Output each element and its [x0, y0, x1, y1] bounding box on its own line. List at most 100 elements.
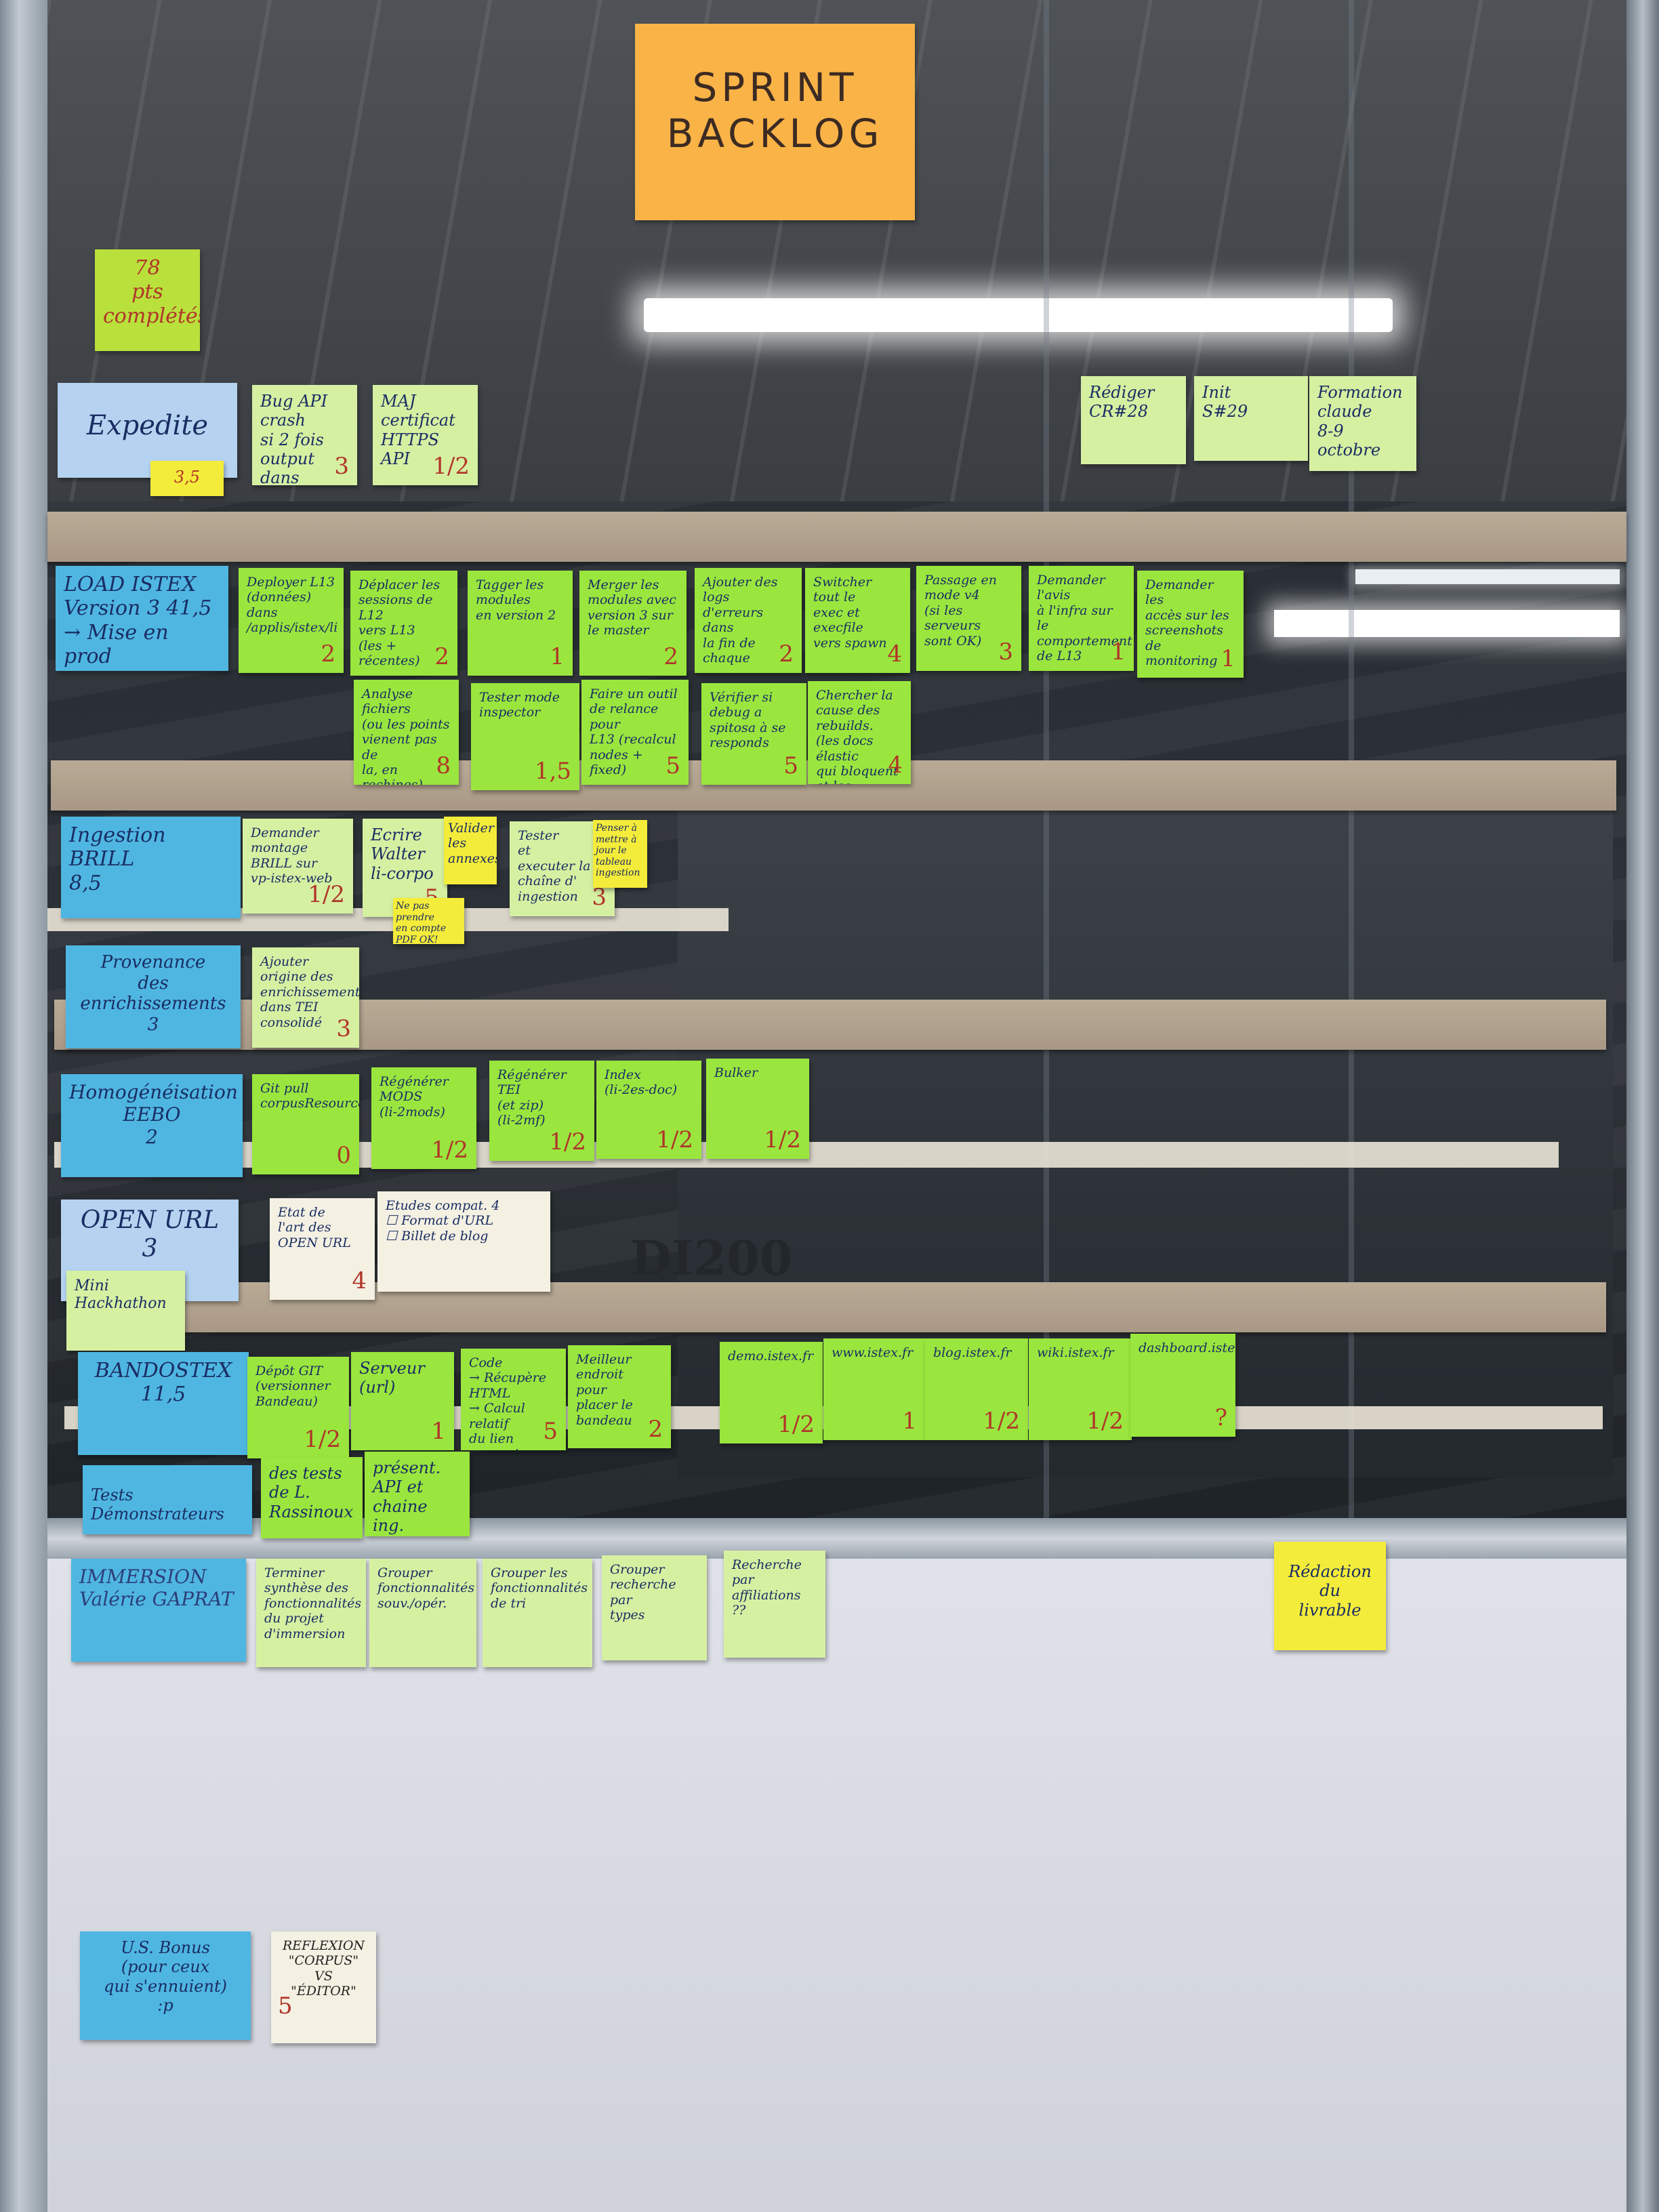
shelf [47, 512, 1626, 562]
note-demo-istex-text: demo.istex.fr [728, 1349, 814, 1364]
note-serveur: Serveur (url)1 [351, 1352, 454, 1450]
note-verifier-debug-points: 5 [783, 752, 798, 779]
note-merger-modules-text: Merger les modules avec version 3 sur le… [588, 577, 676, 638]
note-ajouter-origine: Ajouter origine des enrichissements dans… [252, 947, 359, 1048]
note-bulker: Bulker 1/2 [706, 1059, 809, 1159]
note-git-pull-points: 0 [336, 1141, 351, 1169]
note-bug-api: Bug API crash si 2 fois output dans l'UR… [252, 385, 357, 485]
swimlane-load-istex: LOAD ISTEX Version 3 41,5 → Mise en prod [56, 566, 228, 671]
note-dashboard-istex: dashboard.istex.fr? [1130, 1334, 1235, 1437]
note-merger-modules-points: 2 [663, 642, 678, 670]
note-wiki-istex-points: 1/2 [1086, 1407, 1124, 1435]
note-chercher-cause-text: Chercher la cause des rebuilds. (les doc… [816, 688, 899, 784]
ceiling-light-far [1355, 569, 1620, 584]
note-valider-annexes: Valider les annexes [444, 817, 497, 884]
note-ne-pas-prendre: Ne pas prendre en compte PDF OK! [393, 898, 464, 944]
note-recherche-affiliations: Recherche par affiliations ?? [724, 1551, 825, 1658]
expedite-points: 3,5 [150, 461, 224, 496]
note-depot-git: Dépôt GIT (versionner Bandeau)1/2 [247, 1357, 349, 1458]
note-switcher-exec: Switcher tout le exec et execfile vers s… [805, 568, 910, 673]
points-completed-note: 78 pts complétés [95, 249, 200, 351]
window-frame-left [0, 0, 47, 2212]
note-blog-istex-points: 1/2 [983, 1407, 1020, 1435]
note-bulker-points: 1/2 [764, 1126, 801, 1153]
note-dashboard-istex-text: dashboard.istex.fr [1139, 1340, 1235, 1355]
window-frame-right [1626, 0, 1659, 2212]
note-demander-avis-infra-text: Demander l'avis à l'infra sur le comport… [1037, 573, 1132, 664]
window-mullion [1349, 0, 1354, 1518]
note-deployer-l13: Deployer L13 (données) dans /applis/iste… [239, 568, 344, 673]
note-analyse-fichiers-text: Analyse fichiers (ou les points vienent … [362, 687, 450, 785]
note-tester-executer-text: Tester et executer la chaîne d' ingestio… [518, 828, 591, 904]
note-faire-outil-relance: Faire un outil de relance pour L13 (reca… [581, 680, 689, 785]
note-passage-v4: Passage en mode v4 (si les serveurs sont… [916, 566, 1021, 671]
note-tagger-modules-points: 1 [550, 642, 565, 670]
note-regenerer-mods: Régénérer MODS (li-2mods) 1/2 [371, 1067, 476, 1169]
window-mullion [1044, 0, 1049, 1518]
di-logo: DI200 [630, 1230, 793, 1286]
note-bulker-text: Bulker [714, 1065, 758, 1080]
note-etat-art-points: 4 [352, 1267, 367, 1294]
note-dashboard-istex-points: ? [1214, 1404, 1227, 1431]
note-demander-acces: Demander les accès sur les screenshots d… [1137, 571, 1244, 678]
note-tester-mode-inspector-points: 1,5 [534, 757, 571, 785]
note-bug-api-points: 3 [334, 452, 349, 480]
whiteboard-panel [47, 1559, 1626, 2212]
note-ajouter-logs-points: 2 [779, 640, 794, 668]
note-reflexion-text: REFLEXION "CORPUS" VS "ÉDITOR" [282, 1938, 365, 1999]
note-ecrire-walter-text: Ecrire Walter li-corpo [371, 825, 434, 883]
note-chercher-cause: Chercher la cause des rebuilds. (les doc… [808, 681, 911, 784]
note-demander-acces-points: 1 [1221, 644, 1235, 672]
swimlane-tests-demonstrateurs: Tests Démonstrateurs [83, 1465, 252, 1534]
note-git-pull: Git pull corpusResources0 [252, 1074, 359, 1174]
note-init-s29: Init S#29 [1194, 376, 1308, 461]
sprint-backlog-title: SPRINT BACKLOG [635, 24, 915, 220]
note-serveur-points: 1 [431, 1417, 446, 1445]
note-serveur-text: Serveur (url) [359, 1359, 425, 1397]
ceiling-light-reflection [1274, 610, 1620, 637]
note-formation-claude: Formation claude 8-9 octobre [1309, 376, 1416, 471]
note-switcher-exec-points: 4 [887, 640, 902, 668]
ceiling-light [644, 298, 1393, 332]
note-merger-modules: Merger les modules avec version 3 sur le… [579, 571, 687, 676]
note-present-api: présent. API et chaine ing. [365, 1452, 470, 1536]
swimlane-bandostex: BANDOSTEX 11,5 [78, 1352, 249, 1455]
note-redaction-livrable: Rédaction du livrable [1274, 1542, 1386, 1650]
note-grouper-fonctionnalites: Grouper les fonctionnalités de tri [483, 1559, 592, 1667]
note-deplacer-sessions: Déplacer les sessions de L12 vers L13 (l… [350, 571, 457, 676]
note-www-istex-text: www.istex.fr [832, 1345, 914, 1360]
note-demander-montage-text: Demander montage BRILL sur vp-istex-web [251, 825, 333, 886]
note-code-recupere-points: 5 [543, 1417, 558, 1445]
note-meilleur-endroit: Meilleur endroit pour placer le bandeau 2 [568, 1345, 671, 1448]
note-penser-tableau: Penser à mettre à jour le tableau ingest… [593, 820, 647, 888]
note-grouper-types: Grouper recherche par types [602, 1555, 707, 1660]
note-ajouter-origine-text: Ajouter origine des enrichissements dans… [260, 954, 359, 1030]
note-rediger-cr28: Rédiger CR#28 [1081, 376, 1186, 464]
note-chercher-cause-points: 4 [888, 751, 903, 779]
note-switcher-exec-text: Switcher tout le exec et execfile vers s… [813, 575, 887, 651]
note-maj-certificat-points: 1/2 [432, 452, 470, 480]
note-depot-git-text: Dépôt GIT (versionner Bandeau) [255, 1364, 331, 1409]
note-regenerer-tei-points: 1/2 [549, 1128, 586, 1155]
note-mini-hackhathon: Mini Hackhathon [66, 1271, 185, 1351]
note-regenerer-mods-points: 1/2 [431, 1136, 468, 1164]
note-etudes-compat: Etudes compat. 4 ☐ Format d'URL ☐ Billet… [377, 1191, 550, 1292]
note-deployer-l13-points: 2 [321, 640, 335, 668]
note-meilleur-endroit-points: 2 [648, 1415, 663, 1443]
note-demo-istex-points: 1/2 [777, 1410, 815, 1438]
note-regenerer-mods-text: Régénérer MODS (li-2mods) [380, 1074, 449, 1120]
note-tester-mode-inspector-text: Tester mode inspector [479, 690, 560, 720]
note-analyse-fichiers-points: 8 [436, 752, 451, 779]
note-code-recupere-text: Code → Récupère HTML → Calcul relatif du… [469, 1355, 547, 1450]
note-wiki-istex: wiki.istex.fr 1/2 [1029, 1338, 1132, 1440]
note-index-points: 1/2 [656, 1126, 693, 1153]
note-wiki-istex-text: wiki.istex.fr [1037, 1345, 1114, 1360]
swimlane-homogeneisation-eebo: Homogénéisation EEBO 2 [61, 1074, 243, 1177]
note-meilleur-endroit-text: Meilleur endroit pour placer le bandeau [576, 1352, 633, 1428]
note-demander-avis-infra-points: 1 [1111, 638, 1126, 665]
note-www-istex-points: 1 [902, 1407, 917, 1435]
